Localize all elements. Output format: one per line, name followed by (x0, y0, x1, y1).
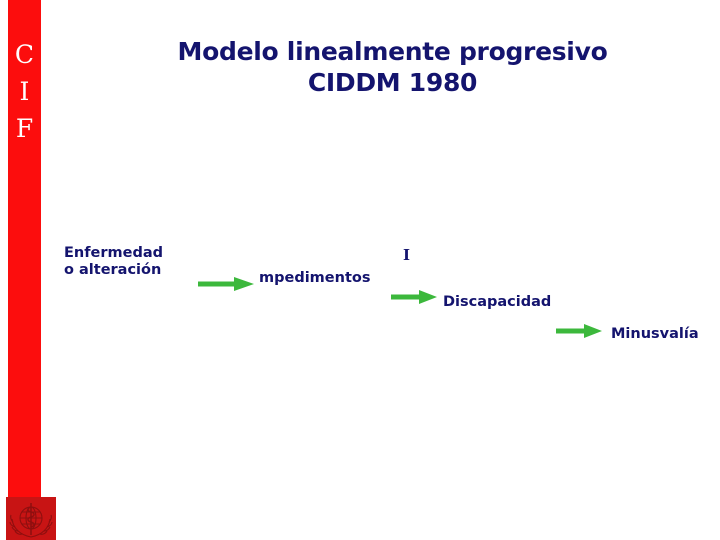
title-line-1: Modelo linealmente progresivo (177, 37, 608, 66)
page-title: Modelo linealmente progresivo CIDDM 1980 (120, 36, 665, 98)
sidebar-letter-c: C (14, 40, 35, 69)
node-enfermedad-line-1: Enfermedad (64, 245, 164, 261)
node-impedimentos: mpedimentos (259, 270, 371, 286)
arrow-right-icon-3 (556, 322, 602, 340)
node-enfermedad-line-2: o alteración (64, 262, 162, 278)
arrow-right-icon-1 (198, 275, 254, 293)
title-line-2: CIDDM 1980 (307, 68, 478, 97)
who-emblem-icon (6, 497, 56, 540)
red-sidebar (8, 0, 41, 540)
node-discapacidad: Discapacidad (443, 294, 552, 310)
sidebar-letter-i: I (19, 77, 30, 106)
arrow-right-icon-2 (391, 288, 437, 306)
node-minusvalia: Minusvalía (611, 326, 699, 342)
node-enfermedad: Enfermedad o alteración (64, 245, 163, 279)
node-impedimentos-stray-i: I (403, 246, 411, 264)
sidebar-letter-f: F (15, 114, 34, 143)
sidebar-acronym: C I F (8, 36, 41, 147)
